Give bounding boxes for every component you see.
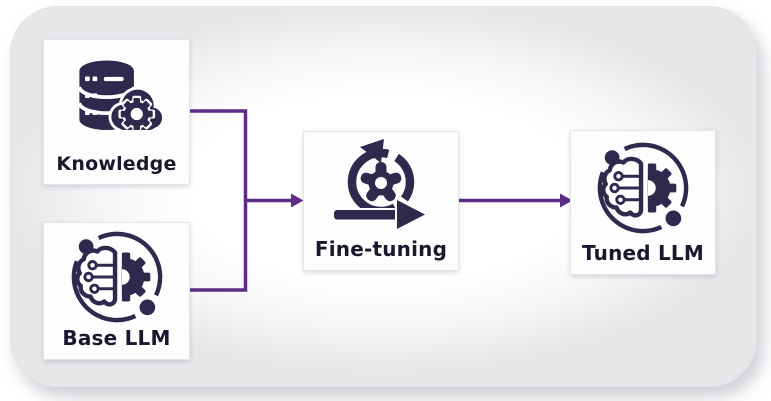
iteration-gear-icon (332, 138, 430, 232)
node-knowledge: Knowledge (43, 39, 190, 185)
node-label-base-llm: Base LLM (62, 326, 171, 350)
node-fine-tuning: Fine-tuning (303, 131, 459, 271)
ai-brain-chip-icon (71, 231, 162, 322)
node-base-llm: Base LLM (43, 222, 190, 360)
ai-brain-chip-icon (597, 142, 689, 234)
database-gear-icon (77, 59, 164, 133)
node-label-fine-tuning: Fine-tuning (314, 237, 448, 261)
node-label-tuned-llm: Tuned LLM (582, 241, 704, 265)
node-tuned-llm: Tuned LLM (570, 130, 716, 275)
node-label-knowledge: Knowledge (56, 153, 177, 175)
